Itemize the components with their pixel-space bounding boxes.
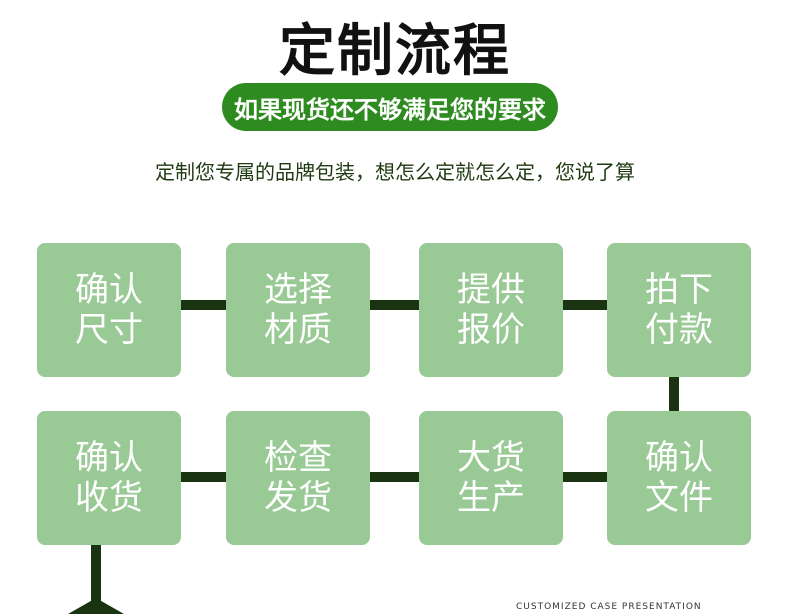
step-confirm-receipt: 确认 收货 [37,411,181,545]
step-label: 材质 [264,310,332,350]
step-label: 拍下 [645,270,713,310]
step-label: 检查 [264,438,332,478]
requirement-banner: 如果现货还不够满足您的要求 [222,83,558,131]
connector-3-4 [562,300,607,310]
step-label: 大货 [457,438,525,478]
page-title: 定制流程 [279,19,511,84]
step-label: 确认 [75,438,143,478]
step-choose-material: 选择 材质 [226,243,370,377]
step-label: 报价 [457,310,525,350]
footnote-caption: CUSTOMIZED CASE PRESENTATION [516,602,702,612]
step-confirm-file: 确认 文件 [607,411,751,545]
connector-5-6 [562,472,607,482]
step-label: 文件 [645,478,713,518]
connector-1-2 [180,300,226,310]
down-arrow-icon [68,598,124,614]
connector-7-8 [180,472,226,482]
connector-4-5 [669,376,679,412]
step-label: 尺寸 [75,310,143,350]
step-label: 收货 [75,478,143,518]
step-label: 确认 [645,438,713,478]
step-label: 付款 [645,310,713,350]
step-confirm-size: 确认 尺寸 [37,243,181,377]
step-provide-quote: 提供 报价 [419,243,563,377]
connector-6-7 [369,472,419,482]
arrow-shaft [91,544,101,612]
subtitle: 定制您专属的品牌包装，想怎么定就怎么定，您说了算 [155,160,635,184]
step-inspect-ship: 检查 发货 [226,411,370,545]
step-order-payment: 拍下 付款 [607,243,751,377]
step-label: 确认 [75,270,143,310]
step-label: 生产 [457,478,525,518]
step-mass-production: 大货 生产 [419,411,563,545]
step-label: 选择 [264,270,332,310]
step-label: 提供 [457,270,525,310]
connector-2-3 [369,300,419,310]
step-label: 发货 [264,478,332,518]
